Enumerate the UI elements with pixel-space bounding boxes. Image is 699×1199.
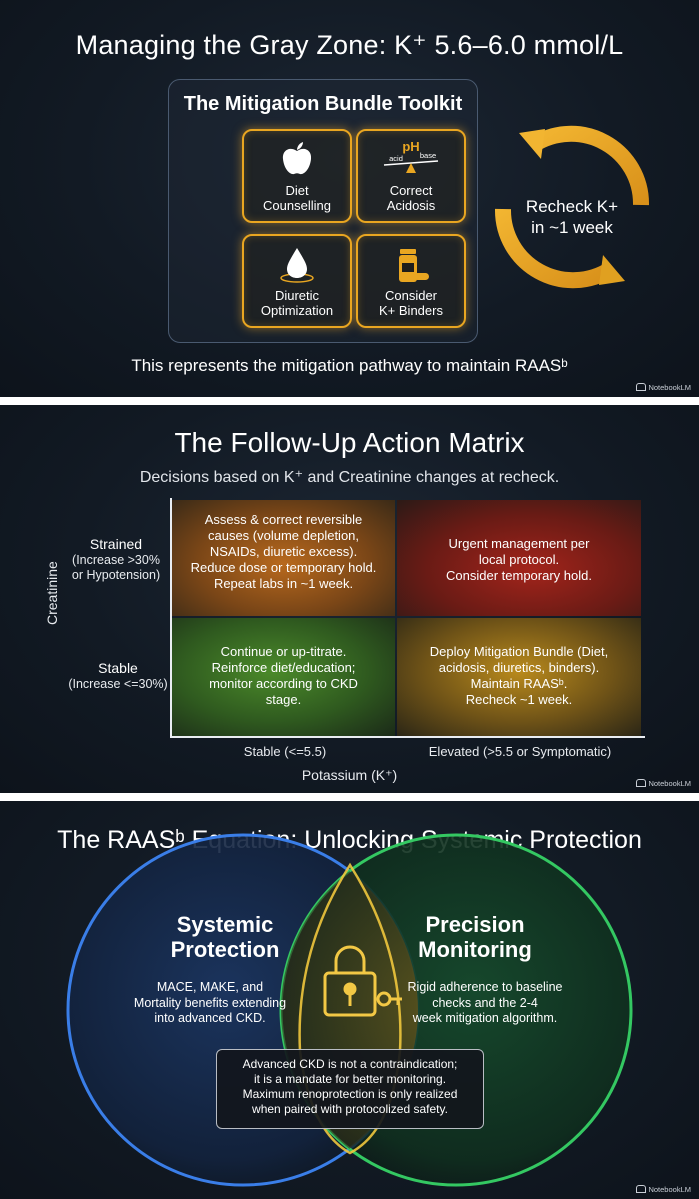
notebooklm-logo-icon (636, 779, 647, 787)
panel-title: The RAASᵇ Equation: Unlocking Systemic P… (57, 826, 642, 854)
precision-monitoring-text: Rigid adherence to baseline checks and t… (407, 980, 563, 1025)
matrix-cell-stable-stable: Continue or up-titrate. Reinforce diet/e… (172, 618, 395, 736)
x-axis-line (170, 736, 645, 738)
watermark: NotebookLM (636, 383, 691, 392)
apple-icon (282, 142, 312, 175)
panel-title: Managing the Gray Zone: K⁺ 5.6–6.0 mmol/… (75, 30, 624, 60)
panel-title: The Follow-Up Action Matrix (174, 427, 525, 458)
y-axis-label: Creatinine (44, 561, 60, 625)
intersection-glow (298, 862, 402, 1155)
watermark: NotebookLM (636, 779, 691, 788)
watermark: NotebookLM (636, 1185, 691, 1194)
x-axis-label: Potassium (K⁺) (301, 767, 398, 783)
panel-caption: This represents the mitigation pathway t… (131, 356, 568, 375)
recheck-cycle-arrows (494, 125, 650, 289)
systemic-protection-text: MACE, MAKE, and Mortality benefits exten… (133, 980, 287, 1025)
panel-subtitle: Decisions based on K⁺ and Creatinine cha… (139, 469, 560, 486)
row-label-strained: Strained (Increase >30% or Hypotension) (71, 536, 161, 583)
row-label-stable: Stable (Increase <=30%) (68, 660, 168, 692)
y-axis-line (170, 498, 172, 738)
svg-text:acid: acid (389, 154, 403, 163)
notebooklm-logo-icon (636, 383, 647, 391)
padlock-key-icon (323, 945, 402, 1017)
recheck-label: Recheck K+in ~1 week (525, 197, 619, 237)
venn-diagram (66, 833, 633, 1187)
raas-equation-panel: The RAASᵇ Equation: Unlocking Systemic P… (0, 801, 699, 1199)
water-drop-icon (280, 248, 314, 283)
col-label-elevated: Elevated (>5.5 or Symptomatic) (428, 744, 612, 759)
matrix-cell-strained-elevated: Urgent management per local protocol. Co… (397, 500, 641, 616)
toolkit-title: The Mitigation Bundle Toolkit (183, 93, 463, 115)
notebooklm-logo-icon (636, 1185, 647, 1193)
gray-zone-panel: Managing the Gray Zone: K⁺ 5.6–6.0 mmol/… (0, 0, 699, 397)
matrix-cell-strained-stable: Assess & correct reversible causes (volu… (172, 500, 395, 616)
svg-text:base: base (420, 151, 436, 160)
action-matrix-panel: The Follow-Up Action Matrix Decisions ba… (0, 405, 699, 793)
svg-text:pH: pH (402, 139, 419, 154)
col-label-stable: Stable (<=5.5) (243, 744, 327, 759)
matrix-cell-stable-elevated: Deploy Mitigation Bundle (Diet, acidosis… (397, 618, 641, 736)
callout-box: Advanced CKD is not a contraindication; … (216, 1049, 484, 1129)
ph-scale-icon: pH acid base (383, 139, 439, 173)
pill-bottle-icon (399, 249, 429, 282)
